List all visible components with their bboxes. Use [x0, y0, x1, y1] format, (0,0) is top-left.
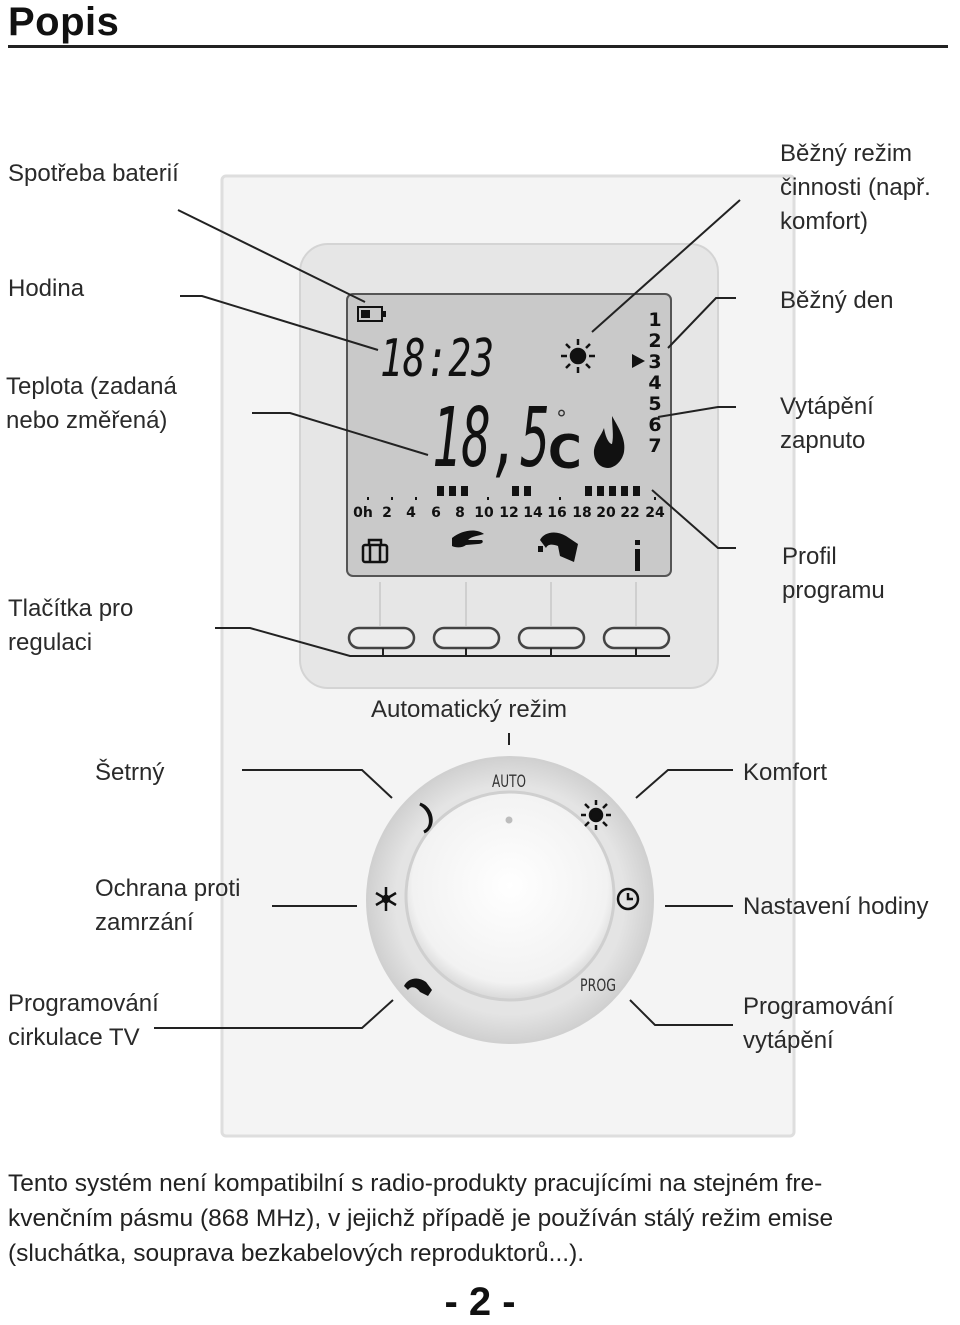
label-heating-programming: Programování vytápění — [743, 993, 894, 1054]
snowflake-icon — [375, 887, 397, 911]
faucet-icon — [538, 532, 578, 562]
label-program-profile: Profil programu — [782, 543, 885, 604]
hour-tick: 8 — [455, 505, 465, 521]
hour-dots — [367, 497, 656, 500]
leader-current-day — [667, 297, 736, 349]
day-1: 1 — [648, 309, 661, 331]
leader-heating-on — [657, 406, 736, 418]
button-grooves — [379, 582, 637, 626]
dial-indicator-dot — [505, 816, 513, 824]
day-5: 5 — [648, 393, 661, 415]
day-4: 4 — [648, 372, 661, 394]
page-title: Popis — [8, 0, 120, 44]
day-7: 7 — [648, 435, 661, 457]
hour-tick: 0h — [353, 505, 373, 521]
lcd-degree: ° — [556, 407, 567, 432]
clock-icon — [616, 887, 640, 911]
dial-auto-label: AUTO — [492, 772, 526, 792]
leader-current-mode — [591, 199, 741, 333]
label-clock-setting: Nastavení hodiny — [743, 893, 929, 920]
lcd-screen — [346, 293, 672, 577]
hour-tick: 12 — [499, 505, 518, 521]
label-temperature: Teplota (zadaná nebo změřená) — [6, 373, 177, 434]
day-3: 3 — [648, 351, 661, 373]
label-frost-protection: Ochrana proti zamrzání — [95, 875, 241, 936]
hour-tick: 16 — [547, 505, 566, 521]
label-control-buttons: Tlačítka pro regulaci — [8, 595, 134, 656]
hour-tick: 10 — [474, 505, 494, 521]
dhw-faucet-icon — [404, 978, 432, 996]
lcd-temperature: 18,5 — [432, 391, 550, 486]
leader-dhw — [154, 999, 394, 1029]
mode-dial-knob[interactable] — [404, 790, 616, 1002]
hour-tick: 22 — [620, 505, 639, 521]
compatibility-note: Tento systém není kompatibilní s radio-p… — [8, 1170, 834, 1267]
label-hour: Hodina — [8, 275, 85, 302]
moon-icon — [419, 802, 433, 834]
day-2: 2 — [648, 330, 661, 352]
hour-tick: 4 — [406, 505, 416, 521]
hour-tick: 14 — [523, 505, 543, 521]
label-battery: Spotřeba baterií — [8, 160, 179, 187]
control-button-3[interactable] — [517, 626, 586, 650]
lcd-time: 18:23 — [380, 329, 494, 389]
control-button-2[interactable] — [432, 626, 501, 650]
leader-comfort — [635, 769, 733, 799]
leader-hour — [180, 295, 379, 351]
suitcase-icon — [361, 538, 389, 564]
leader-profile — [651, 489, 736, 549]
leader-eco — [242, 769, 393, 799]
label-heating-on: Vytápění zapnuto — [780, 393, 874, 454]
comfort-sun-icon — [581, 800, 611, 830]
day-6: 6 — [648, 414, 661, 436]
page-number: - 2 - — [444, 1280, 516, 1324]
label-eco: Šetrný — [95, 759, 165, 786]
control-button-4[interactable] — [602, 626, 671, 650]
label-dhw-programming: Programování cirkulace TV — [8, 990, 159, 1051]
leader-temperature — [252, 412, 429, 456]
leader-buttons — [215, 627, 670, 657]
leader-battery — [177, 209, 366, 303]
sun-icon — [561, 339, 595, 373]
label-auto-mode: Automatický režim — [371, 696, 568, 723]
hand-icon — [452, 530, 484, 548]
hour-tick: 6 — [431, 505, 441, 521]
title-divider — [8, 45, 948, 48]
info-icon — [635, 540, 640, 571]
hour-tick: 2 — [382, 505, 392, 521]
label-current-mode: Běžný režim činnosti (např. komfort) — [780, 140, 931, 235]
flame-icon — [593, 416, 625, 468]
active-day-arrow-icon — [632, 354, 645, 368]
hour-scale: 0h 2 4 6 8 10 12 14 16 18 20 22 24 — [353, 505, 665, 521]
day-indicator: 1 2 3 4 5 6 7 — [648, 309, 661, 457]
control-button-1[interactable] — [347, 626, 416, 650]
program-profile-bars — [437, 486, 640, 496]
hour-tick: 24 — [645, 505, 665, 521]
hour-tick: 20 — [596, 505, 616, 521]
label-current-day: Běžný den — [780, 287, 894, 314]
label-comfort: Komfort — [743, 759, 828, 786]
lcd-unit: C — [548, 425, 582, 479]
leader-lines — [154, 199, 741, 1029]
battery-icon — [357, 306, 386, 322]
dial-prog-label: PROG — [580, 976, 616, 996]
leader-heating-prog — [629, 999, 733, 1026]
hour-tick: 18 — [572, 505, 591, 521]
